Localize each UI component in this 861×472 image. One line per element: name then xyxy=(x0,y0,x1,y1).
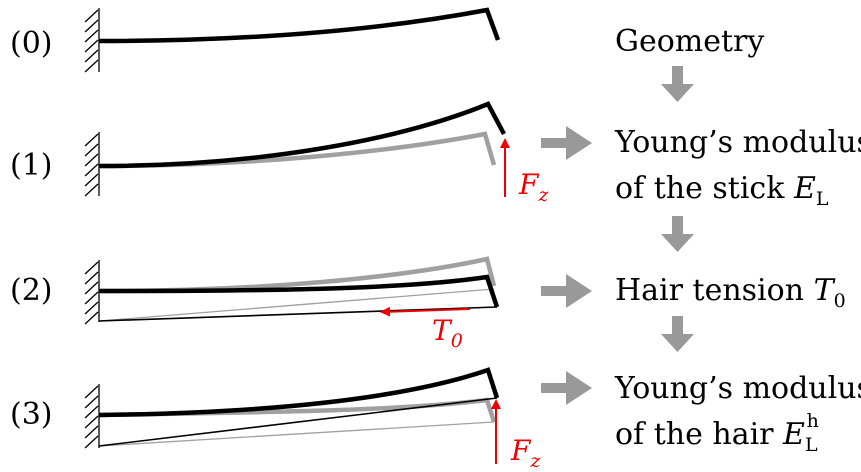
reference-hair-2 xyxy=(98,288,495,322)
row-0: (0) xyxy=(10,7,501,73)
hair-2 xyxy=(98,306,498,322)
tensioned-beam-2 xyxy=(98,274,500,308)
deflected-beam-1 xyxy=(98,101,506,169)
row-3: (3) Fz xyxy=(10,367,541,472)
stick-beam-0 xyxy=(98,7,501,44)
tension-arrow-2 xyxy=(380,306,471,317)
reference-hair-3 xyxy=(98,421,495,447)
step-label-0: (0) xyxy=(10,26,53,61)
reference-beam-1 xyxy=(98,131,497,169)
hair-3 xyxy=(98,397,498,447)
reference-beam-2 xyxy=(98,256,497,294)
clamp-1 xyxy=(84,132,100,197)
force-label-3: Fz xyxy=(510,434,541,472)
flow-step-hair-line1: Young’s modulus xyxy=(614,371,861,406)
tension-label-2: T0 xyxy=(432,314,463,352)
down-arrow-3 xyxy=(661,316,694,352)
row-1: (1) Fz xyxy=(10,101,549,206)
down-arrow-2 xyxy=(661,216,694,252)
flow-step-stick-line1: Young’s modulus xyxy=(614,125,861,160)
flow-panel: Geometry Young’s modulus of the stick EL… xyxy=(541,24,861,456)
flow-step-tension: Hair tension T0 xyxy=(615,273,846,312)
right-arrow-1 xyxy=(541,126,592,160)
force-label-1: Fz xyxy=(518,168,549,206)
clamp-3 xyxy=(84,384,100,449)
down-arrow-1 xyxy=(661,66,694,102)
row-2: (2) T0 xyxy=(10,256,500,352)
flow-step-stick-line2: of the stick EL xyxy=(615,171,829,210)
step-label-1: (1) xyxy=(10,148,53,183)
clamp-0 xyxy=(84,8,100,73)
step-label-3: (3) xyxy=(10,397,53,432)
flow-step-hair-line2: of the hair ELh xyxy=(615,410,819,456)
deflected-beam-3 xyxy=(98,367,500,418)
right-arrow-3 xyxy=(541,371,592,405)
flow-step-geometry: Geometry xyxy=(615,24,764,59)
right-arrow-2 xyxy=(541,274,592,308)
clamp-2 xyxy=(84,260,100,325)
step-label-2: (2) xyxy=(10,273,53,308)
